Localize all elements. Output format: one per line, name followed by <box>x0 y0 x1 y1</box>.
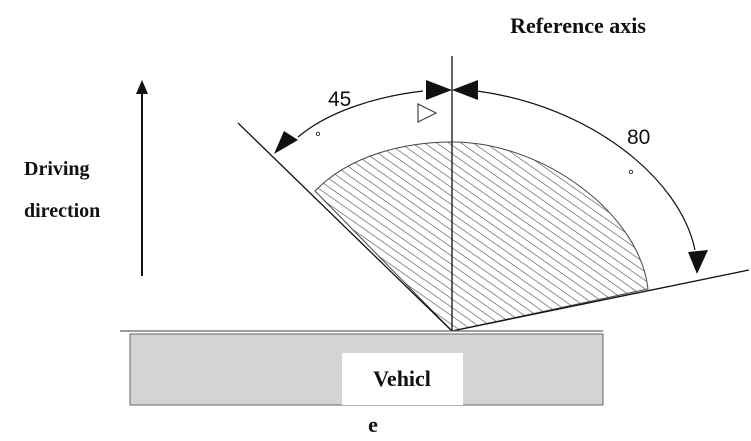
driving-label-line1: Driving <box>24 158 90 180</box>
arrowhead-right-outer <box>688 250 708 274</box>
reference-axis-label: Reference axis <box>510 13 646 38</box>
driving-label-line2: direction <box>24 200 100 222</box>
angle-left-value: 45 <box>328 88 351 111</box>
arrowhead-left-outer <box>274 131 298 154</box>
arrowhead-left-inner <box>426 80 452 100</box>
open-arrowhead-marker <box>417 103 438 123</box>
angle-arc-right <box>476 90 696 251</box>
hatched-coverage-sector <box>314 141 649 332</box>
vehicle-label-box <box>342 353 463 405</box>
vehicle-label-line1: Vehicl <box>373 366 431 391</box>
angle-arc-left <box>297 90 424 138</box>
angle-right-value: 80 <box>627 126 650 149</box>
vehicle-label-line2: e <box>368 412 378 437</box>
angle-left-degree: ° <box>315 129 321 146</box>
left-boundary-line <box>237 122 453 332</box>
right-boundary-line <box>451 269 750 332</box>
angle-right-degree: ° <box>628 167 634 184</box>
arrowhead-right-inner <box>452 80 478 100</box>
driving-direction-arrowhead <box>136 80 148 94</box>
